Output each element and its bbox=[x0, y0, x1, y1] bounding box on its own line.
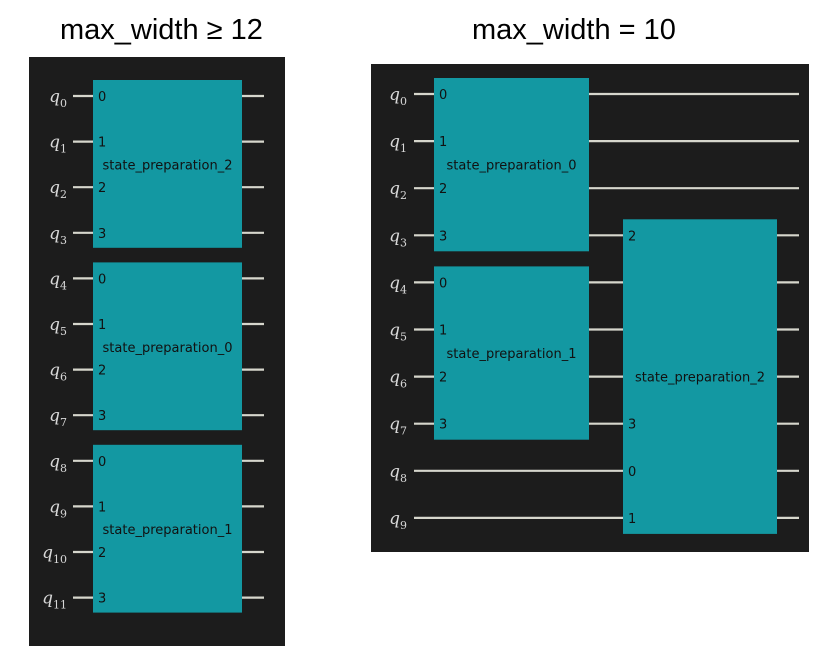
gate-pin-label: 1 bbox=[628, 512, 636, 527]
gate-pin-label: 0 bbox=[628, 465, 636, 480]
right-qubit-label-4: q4 bbox=[389, 273, 407, 296]
gate-pin-label: 2 bbox=[439, 182, 447, 197]
gate-pin-label: 2 bbox=[98, 546, 106, 561]
gate-name-label: state_preparation_1 bbox=[103, 523, 233, 538]
circuit-diagram-left: q0 q1 q2 q3 q4 q5 q6 q7 q8 q9 q10 q11 0 1 2 3 state_prep… bbox=[42, 80, 264, 613]
gate-pin-label: 1 bbox=[439, 324, 447, 339]
left-qubit-label-0: q0 bbox=[49, 87, 67, 110]
right-qubit-label-1: q1 bbox=[389, 132, 407, 155]
left-qubit-label-3: q3 bbox=[49, 224, 67, 247]
left-qubit-label-5: q5 bbox=[49, 315, 67, 338]
right-qubit-label-0: q0 bbox=[389, 85, 407, 108]
right-qubit-label-6: q6 bbox=[389, 368, 407, 391]
left-qubit-label-4: q4 bbox=[49, 269, 67, 292]
gate-pin-label: 1 bbox=[439, 135, 447, 150]
gate-box bbox=[93, 80, 242, 248]
left-qubit-label-10: q10 bbox=[42, 543, 67, 566]
gate-pin-label: 1 bbox=[98, 136, 106, 151]
left-qubit-label-7: q7 bbox=[49, 406, 67, 429]
gate-pin-label: 3 bbox=[98, 227, 106, 242]
left-qubit-label-9: q9 bbox=[49, 497, 67, 520]
gate-name-label: state_preparation_0 bbox=[447, 159, 577, 174]
gate-pin-label: 2 bbox=[98, 364, 106, 379]
right-gate-state-preparation-1: 0 1 2 3 state_preparation_1 bbox=[434, 266, 589, 440]
gate-pin-label: 3 bbox=[98, 409, 106, 424]
gate-name-label: state_preparation_1 bbox=[447, 347, 577, 362]
gate-name-label: state_preparation_2 bbox=[635, 371, 765, 386]
gate-pin-label: 2 bbox=[628, 229, 636, 244]
gate-pin-label: 2 bbox=[98, 181, 106, 196]
right-gate-state-preparation-0: 0 1 2 3 state_preparation_0 bbox=[434, 78, 589, 252]
left-qubit-label-8: q8 bbox=[49, 452, 67, 475]
gate-pin-label: 0 bbox=[98, 272, 106, 287]
circuit-diagram-right: q0 q1 q2 q3 q4 q5 q6 q7 q8 q9 0 1 2 3 state_preparatio… bbox=[389, 78, 799, 534]
title-right: max_width = 10 bbox=[472, 14, 676, 46]
gate-pin-label: 3 bbox=[628, 418, 636, 433]
right-qubit-label-9: q9 bbox=[389, 509, 407, 532]
gate-pin-label: 0 bbox=[439, 88, 447, 103]
circuit-panel-right: q0 q1 q2 q3 q4 q5 q6 q7 q8 q9 0 1 2 3 state_preparatio… bbox=[371, 64, 809, 552]
left-qubit-label-11: q11 bbox=[42, 589, 67, 612]
left-qubit-label-6: q6 bbox=[49, 361, 67, 384]
right-qubit-label-8: q8 bbox=[389, 462, 407, 485]
gate-pin-label: 0 bbox=[439, 276, 447, 291]
left-qubit-label-1: q1 bbox=[49, 133, 67, 156]
gate-box bbox=[434, 266, 589, 440]
gate-pin-label: 1 bbox=[98, 318, 106, 333]
gate-name-label: state_preparation_2 bbox=[103, 158, 233, 173]
gate-pin-label: 2 bbox=[439, 371, 447, 386]
gate-pin-label: 1 bbox=[98, 500, 106, 515]
gate-pin-label: 3 bbox=[98, 592, 106, 607]
gate-pin-label: 3 bbox=[439, 418, 447, 433]
gate-box bbox=[93, 444, 242, 613]
left-gate-state-preparation-0: 0 1 2 3 state_preparation_0 bbox=[93, 262, 242, 431]
gate-box bbox=[623, 219, 777, 534]
gate-pin-label: 3 bbox=[439, 229, 447, 244]
left-gate-state-preparation-2: 0 1 2 3 state_preparation_2 bbox=[93, 80, 242, 248]
right-qubit-label-5: q5 bbox=[389, 321, 407, 344]
circuit-panel-left: q0 q1 q2 q3 q4 q5 q6 q7 q8 q9 q10 q11 0 1 2 3 state_prep… bbox=[29, 57, 285, 646]
gate-box bbox=[434, 78, 589, 252]
title-left: max_width ≥ 12 bbox=[60, 14, 263, 46]
gate-name-label: state_preparation_0 bbox=[103, 341, 233, 356]
gate-box bbox=[93, 262, 242, 431]
left-gate-state-preparation-1: 0 1 2 3 state_preparation_1 bbox=[93, 444, 242, 613]
left-qubit-label-2: q2 bbox=[49, 178, 67, 201]
right-gate-state-preparation-2: 2 3 0 1 state_preparation_2 bbox=[623, 219, 777, 534]
gate-pin-label: 0 bbox=[98, 455, 106, 470]
right-qubit-label-7: q7 bbox=[389, 415, 407, 438]
gate-pin-label: 0 bbox=[98, 90, 106, 105]
right-qubit-label-3: q3 bbox=[389, 226, 407, 249]
right-qubit-label-2: q2 bbox=[389, 179, 407, 202]
